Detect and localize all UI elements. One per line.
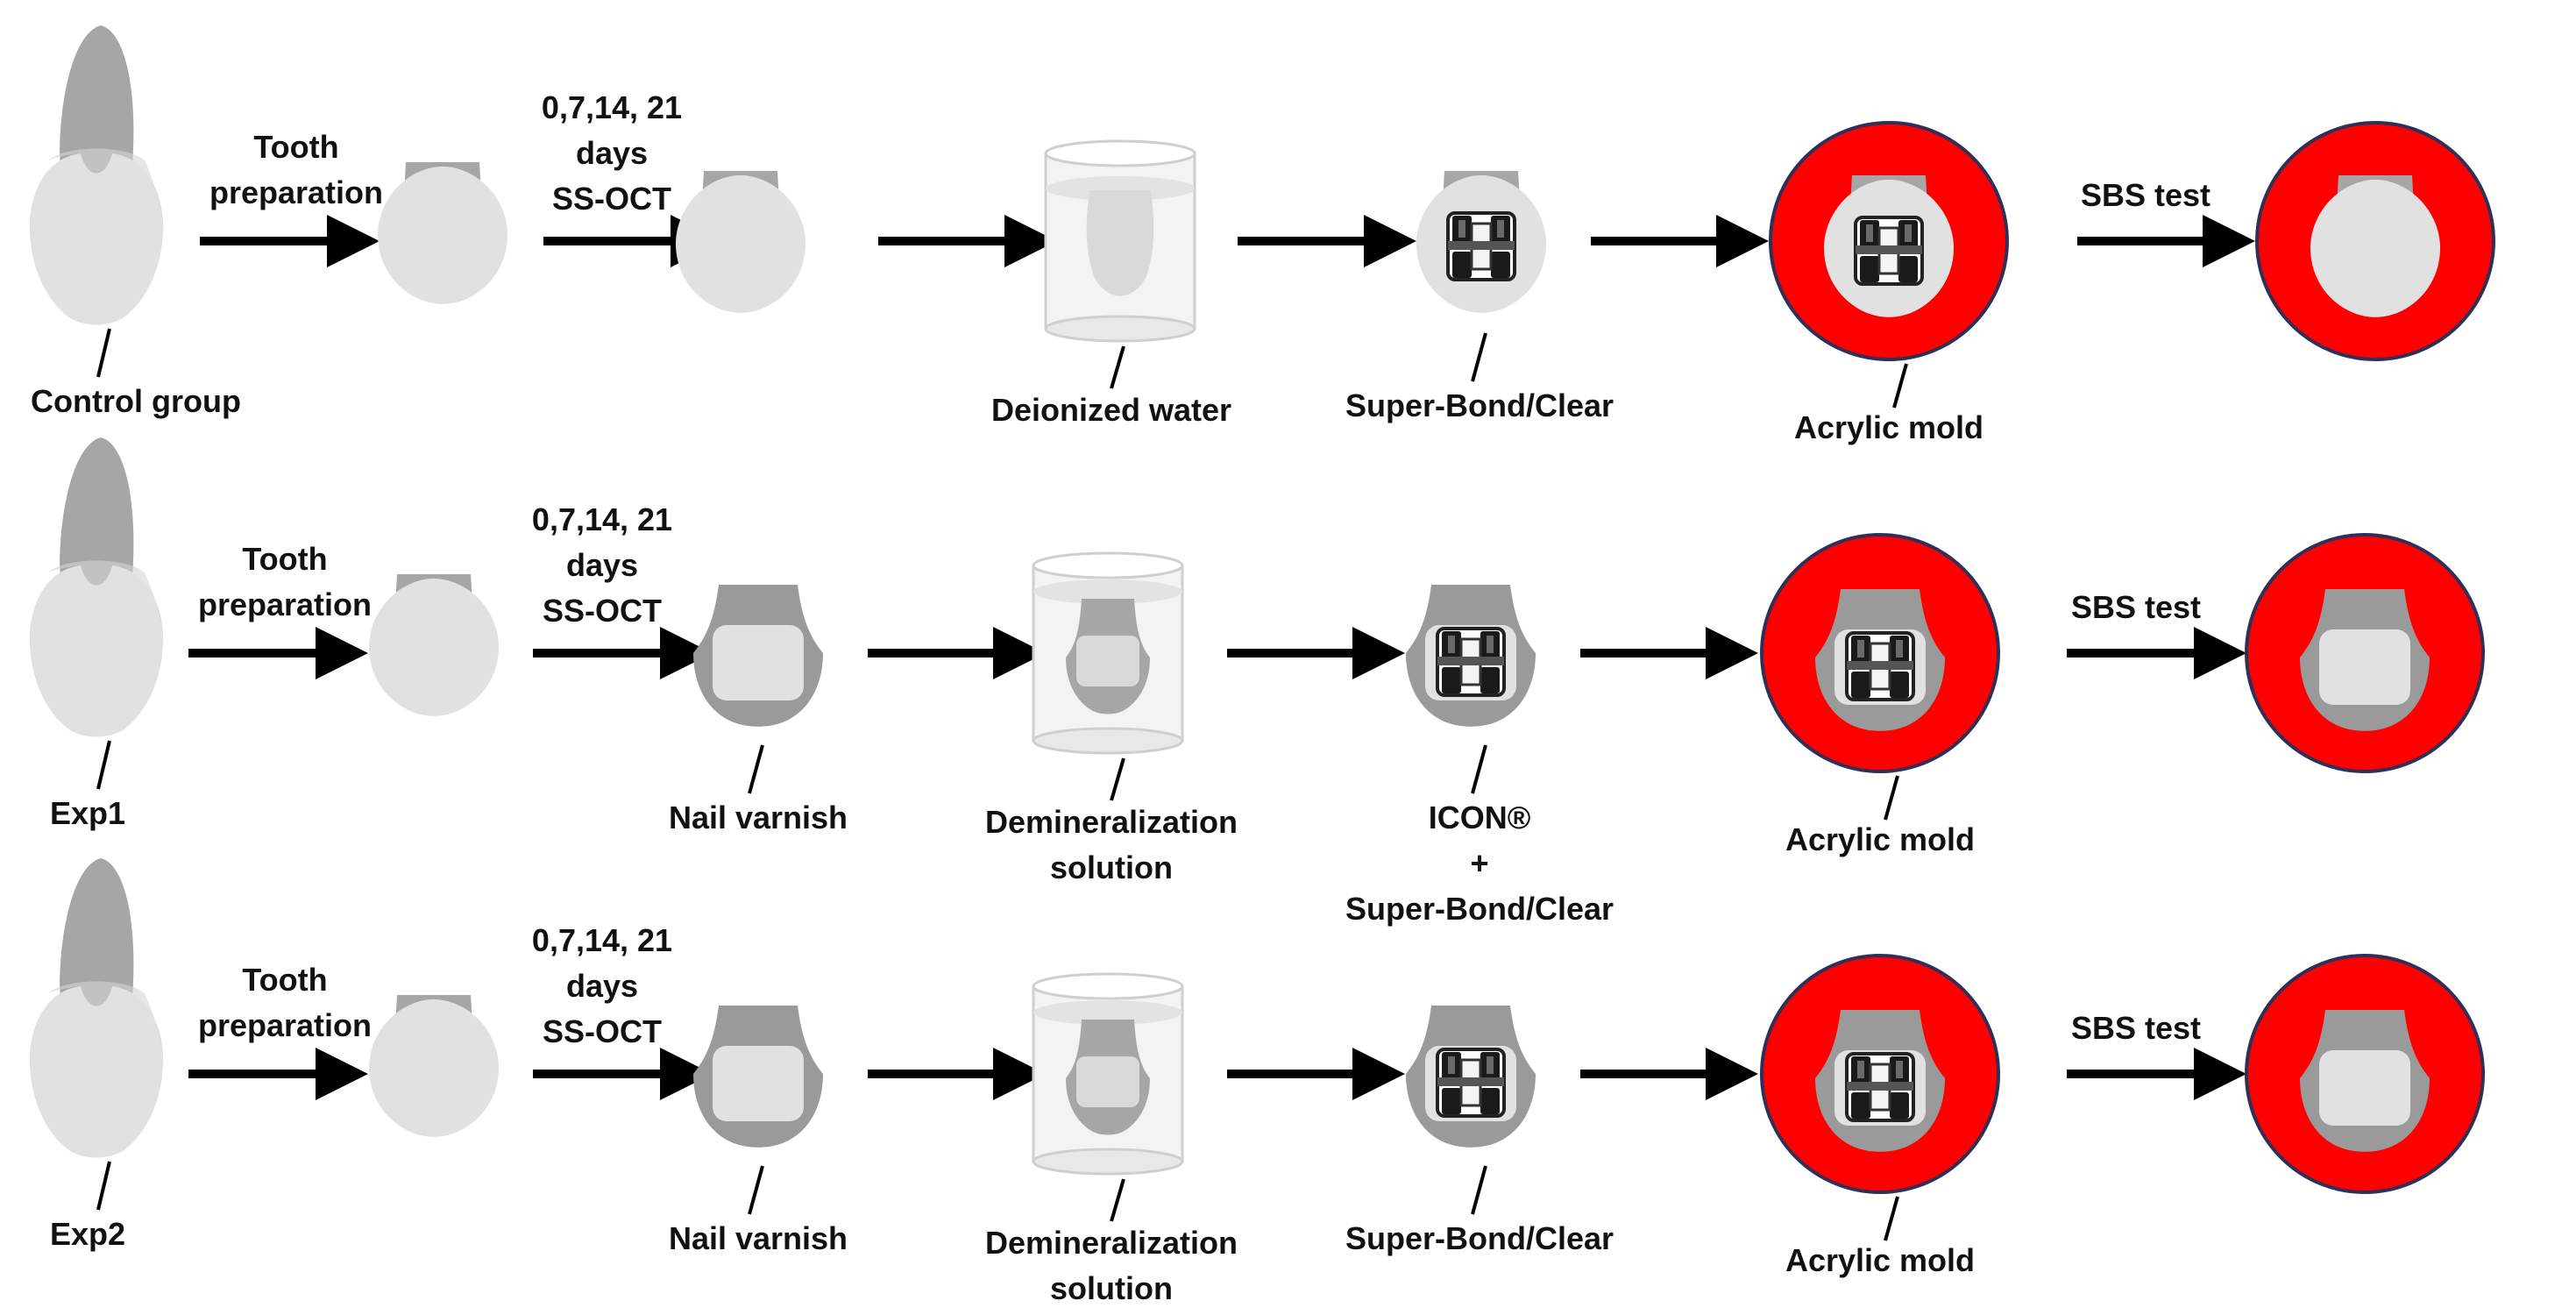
extracted-tooth-icon (29, 25, 164, 325)
step-label-solution: solution (1050, 1270, 1173, 1306)
workflow-row: Control group Tooth preparation 0,7,14, 21 d… (29, 25, 2495, 445)
prepared-crown-icon (377, 162, 508, 304)
prepared-crown-icon (368, 574, 500, 716)
callout-line (1110, 757, 1125, 801)
callout-line (1110, 345, 1125, 389)
callout-line (1892, 363, 1908, 409)
step-label-sbs: SBS test (2071, 589, 2201, 625)
workflow-row: Exp2 Tooth preparation 0,7,14, 21 daysSS-OCT… (29, 858, 2485, 1306)
group-label: Control group (31, 383, 241, 419)
prepared-crown-icon (368, 995, 500, 1137)
step-label-preparation: preparation (209, 174, 383, 210)
step-label-ssoct: days (576, 135, 648, 171)
step-label-bonding: Super-Bond/Clear (1345, 387, 1614, 423)
callout-line (96, 1161, 111, 1211)
step-label-preparation: Tooth (242, 541, 327, 577)
callout-line (748, 744, 764, 794)
nail-varnish-crown-icon (693, 1006, 823, 1148)
step-label-bonding: + (1470, 845, 1488, 881)
step-label-solution: Demineralization (985, 1225, 1238, 1261)
group-label: Exp2 (50, 1216, 125, 1252)
step-label-mold: Acrylic mold (1785, 821, 1975, 857)
step-label-bonding: Super-Bond/Clear (1345, 891, 1614, 927)
beaker-icon (1032, 551, 1184, 755)
step-label-ssoct: 0,7,14, 21 (532, 501, 672, 537)
callout-line (96, 740, 111, 790)
nail-varnish-crown-icon (693, 585, 823, 727)
callout-line (748, 1165, 764, 1215)
step-label-sbs: SBS test (2081, 177, 2211, 213)
prepared-crown-icon (675, 171, 806, 313)
step-label-ssoct: SS-OCT (552, 181, 671, 217)
step-label-ssoct: days (566, 968, 638, 1004)
bonded-bracket-icon (1406, 585, 1536, 727)
workflow-row: Exp1 Tooth preparation 0,7,14, 21 daysSS-OCT… (29, 437, 2485, 927)
step-label-ssoct: days (566, 547, 638, 583)
step-label-solution: Deionized water (991, 392, 1231, 428)
callout-line (1884, 1196, 1899, 1241)
callout-line (1471, 744, 1487, 794)
step-label-solution: Demineralization (985, 804, 1238, 840)
step-label-ssoct: SS-OCT (543, 1013, 662, 1049)
step-label-preparation: preparation (198, 586, 372, 622)
step-label-ssoct: SS-OCT (543, 593, 662, 629)
step-label-bonding: ICON® (1429, 800, 1531, 835)
bonded-bracket-icon (1406, 1006, 1536, 1148)
step-label-sbs: SBS test (2071, 1010, 2201, 1046)
callout-line (1884, 775, 1899, 821)
step-label-bonding: Super-Bond/Clear (1345, 1220, 1614, 1256)
beaker-icon (1032, 972, 1184, 1176)
step-label-solution: solution (1050, 849, 1173, 885)
step-label-ssoct: 0,7,14, 21 (542, 89, 682, 125)
step-label-varnish: Nail varnish (669, 800, 848, 835)
step-label-preparation: preparation (198, 1007, 372, 1043)
beaker-icon (1044, 139, 1196, 343)
callout-line (1110, 1178, 1125, 1222)
step-label-varnish: Nail varnish (669, 1220, 848, 1256)
extracted-tooth-icon (29, 437, 164, 737)
step-label-ssoct: 0,7,14, 21 (532, 922, 672, 958)
step-label-mold: Acrylic mold (1794, 409, 1983, 445)
step-label-preparation: Tooth (242, 962, 327, 998)
callout-line (1471, 1165, 1487, 1215)
group-label: Exp1 (50, 795, 125, 831)
callout-line (96, 328, 111, 378)
step-label-preparation: Tooth (253, 129, 338, 165)
bonded-bracket-icon (1416, 171, 1546, 313)
step-label-mold: Acrylic mold (1785, 1242, 1975, 1278)
extracted-tooth-icon (29, 858, 164, 1158)
callout-line (1471, 332, 1487, 382)
